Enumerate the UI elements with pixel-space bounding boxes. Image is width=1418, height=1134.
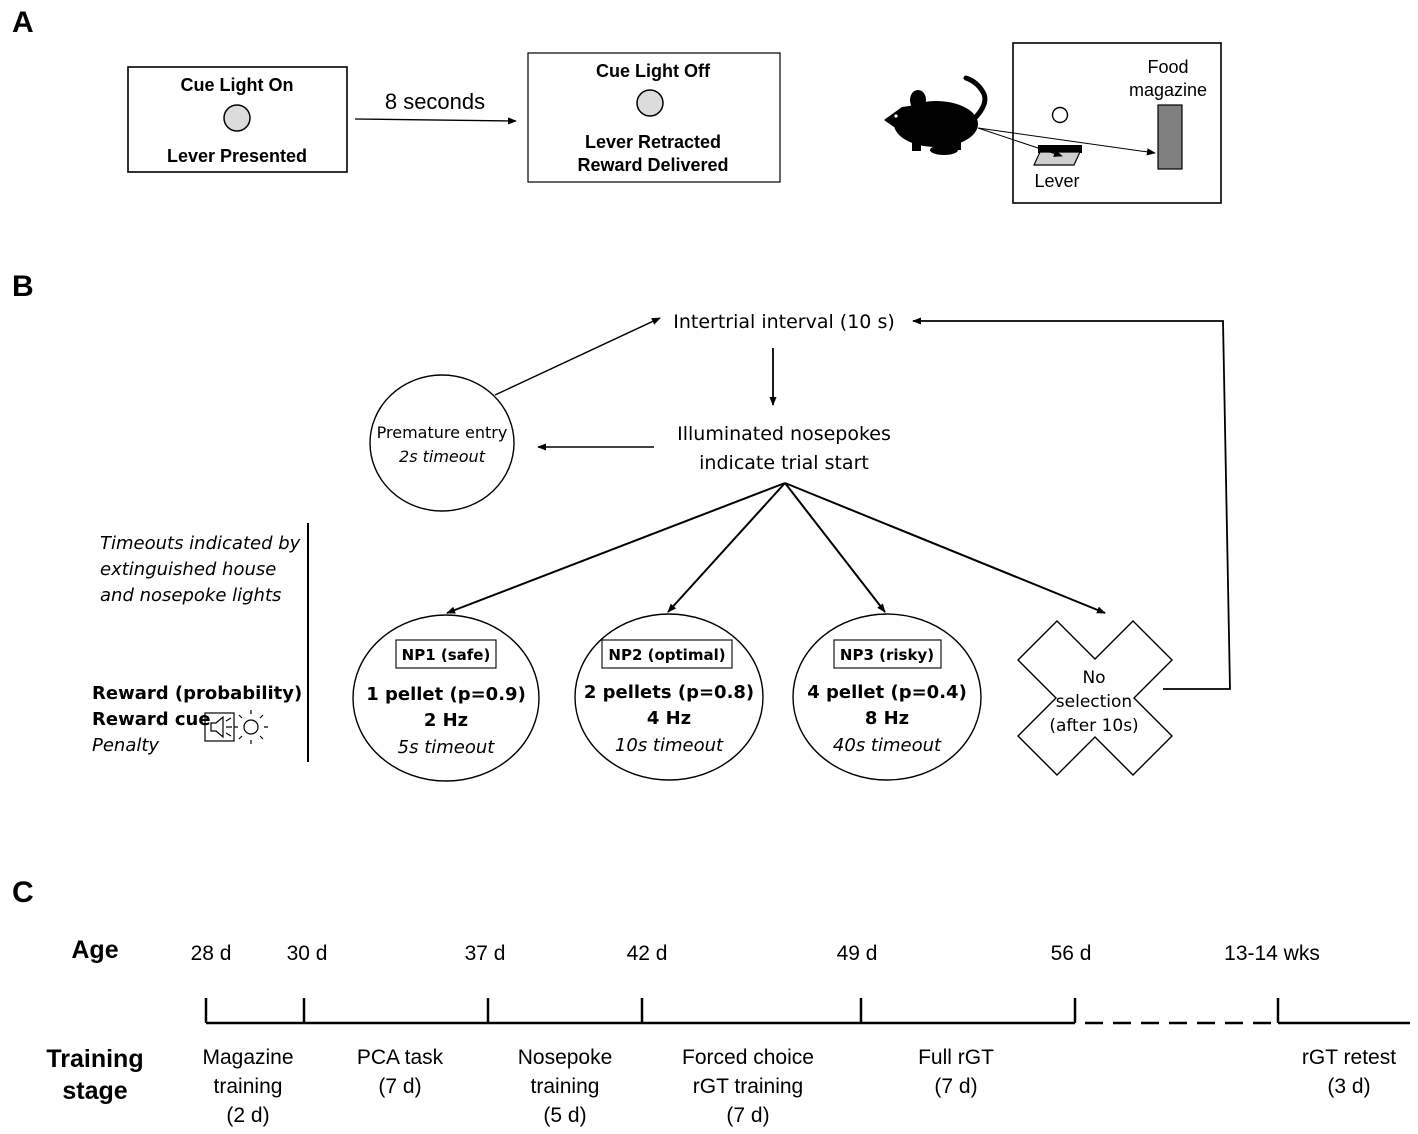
delay-label: 8 seconds <box>385 89 485 114</box>
lever-label: Lever <box>1034 171 1079 191</box>
cue-on-box: Cue Light On Lever Presented <box>127 66 348 173</box>
stage-line: (5 d) <box>543 1104 586 1127</box>
premature-entry-text: Premature entry <box>377 423 508 442</box>
rat-icon <box>884 75 988 155</box>
legend-reward: Reward (probability) <box>92 683 302 704</box>
np1-reward: 1 pellet (p=0.9) <box>366 684 526 705</box>
legend-penalty: Penalty <box>92 735 159 756</box>
light-icon <box>234 710 268 744</box>
no-selection-node: No selection (after 10s) <box>1017 620 1173 776</box>
food-magazine-label-2: magazine <box>1129 80 1207 100</box>
lever-icon <box>1033 145 1082 166</box>
cue-off-box: Cue Light Off Lever Retracted Reward Del… <box>527 52 781 183</box>
age-tick: 37 d <box>465 942 506 965</box>
stage-line: (2 d) <box>226 1104 269 1127</box>
np1-label: NP1 (safe) <box>402 646 491 664</box>
stage-line: PCA task <box>357 1046 444 1069</box>
cue-on-title: Cue Light On <box>181 75 294 95</box>
stage-line: (7 d) <box>726 1104 769 1127</box>
lever-retracted-text: Lever Retracted <box>585 132 721 152</box>
stage-line: rGT retest <box>1302 1046 1396 1069</box>
np3-cue: 8 Hz <box>865 708 909 729</box>
option-np2: NP2 (optimal) 2 pellets (p=0.8) 4 Hz 10s… <box>574 613 764 781</box>
np2-label: NP2 (optimal) <box>608 646 725 664</box>
age-tick: 49 d <box>837 942 878 965</box>
food-magazine-icon <box>1157 104 1183 170</box>
stage-magazine-training: Magazine training (2 d) <box>202 1046 293 1127</box>
chamber-cue-light-icon <box>1051 106 1069 124</box>
trial-start-text: indicate trial start <box>699 452 869 474</box>
stage-line: (7 d) <box>378 1075 421 1098</box>
legend-timeouts-line-1: Timeouts indicated by <box>100 533 301 554</box>
np3-reward: 4 pellet (p=0.4) <box>807 682 967 703</box>
age-tick: 30 d <box>287 942 328 965</box>
branch-np2-arrow <box>667 482 786 613</box>
legend-reward-cue: Reward cue <box>92 709 211 730</box>
np3-label: NP3 (risky) <box>840 646 934 664</box>
option-np3: NP3 (risky) 4 pellet (p=0.4) 8 Hz 40s ti… <box>792 613 982 781</box>
illuminated-nosepokes-text: Illuminated nosepokes <box>677 423 891 445</box>
np2-penalty: 10s timeout <box>615 735 724 756</box>
age-tick: 56 d <box>1051 942 1092 965</box>
stage-line: (3 d) <box>1327 1075 1370 1098</box>
delay-arrow <box>354 117 517 125</box>
stage-nosepoke-training: Nosepoke training (5 d) <box>518 1046 613 1127</box>
age-label: Age <box>71 936 118 964</box>
operant-chamber: Food magazine Lever <box>977 42 1222 204</box>
np2-reward: 2 pellets (p=0.8) <box>584 682 754 703</box>
stage-line: Full rGT <box>918 1046 994 1069</box>
age-tick: 42 d <box>627 942 668 965</box>
stage-line: (7 d) <box>934 1075 977 1098</box>
cue-light-on-icon <box>223 104 251 132</box>
training-label-line-1: Training <box>46 1045 143 1073</box>
no-selection-to-iti-arrow <box>912 317 1231 690</box>
no-selection-line-3: (after 10s) <box>1049 716 1138 736</box>
training-label-line-2: stage <box>62 1077 127 1105</box>
stage-line: training <box>214 1075 283 1098</box>
panel-a: A Cue Light On Lever Presented 8 seconds… <box>12 6 1222 204</box>
stage-full-rgt: Full rGT (7 d) <box>918 1046 994 1098</box>
stage-line: Magazine <box>202 1046 293 1069</box>
panel-c-label: C <box>12 876 34 909</box>
rat-to-lever-arrow <box>977 127 1063 157</box>
legend-timeouts-line-3: and nosepoke lights <box>100 585 281 606</box>
panel-c: C Age Training stage 28 d 30 d 37 d 42 d… <box>12 876 1410 1127</box>
stage-forced-choice: Forced choice rGT training (7 d) <box>682 1046 814 1127</box>
np1-cue: 2 Hz <box>424 710 468 731</box>
cue-off-title: Cue Light Off <box>596 61 711 81</box>
no-selection-line-1: No <box>1082 668 1105 688</box>
np1-penalty: 5s timeout <box>398 737 496 758</box>
panel-b-label: B <box>12 270 34 303</box>
premature-timeout-text: 2s timeout <box>399 447 486 466</box>
food-magazine-label-1: Food <box>1147 57 1188 77</box>
stage-line: rGT training <box>693 1075 804 1098</box>
cue-light-off-icon <box>636 89 664 117</box>
legend-timeouts-line-2: extinguished house <box>100 559 276 580</box>
panel-a-label: A <box>12 6 34 39</box>
stage-line: Forced choice <box>682 1046 814 1069</box>
panel-b: B Intertrial interval (10 s) Illuminated… <box>12 270 1231 782</box>
reward-delivered-text: Reward Delivered <box>577 155 728 175</box>
option-np1: NP1 (safe) 1 pellet (p=0.9) 2 Hz 5s time… <box>352 614 540 782</box>
branch-np1-arrow <box>446 482 786 614</box>
rat-to-magazine-arrow <box>977 127 1156 156</box>
no-selection-line-2: selection <box>1056 692 1132 712</box>
branch-np3-arrow <box>784 482 886 613</box>
stage-rgt-retest: rGT retest (3 d) <box>1302 1046 1396 1098</box>
stage-pca-task: PCA task (7 d) <box>357 1046 444 1098</box>
stage-line: Nosepoke <box>518 1046 613 1069</box>
age-tick: 13-14 wks <box>1224 942 1320 965</box>
premature-to-iti-arrow <box>494 317 661 396</box>
np2-cue: 4 Hz <box>647 708 691 729</box>
premature-entry-node: Premature entry 2s timeout <box>369 374 515 512</box>
branch-no-selection-arrow <box>784 482 1106 614</box>
lever-presented-text: Lever Presented <box>167 146 307 166</box>
timeline <box>204 998 1410 1025</box>
legend: Timeouts indicated by extinguished house… <box>92 523 309 762</box>
intertrial-interval-text: Intertrial interval (10 s) <box>673 311 895 333</box>
stage-line: training <box>531 1075 600 1098</box>
age-tick: 28 d <box>191 942 232 965</box>
np3-penalty: 40s timeout <box>833 735 942 756</box>
